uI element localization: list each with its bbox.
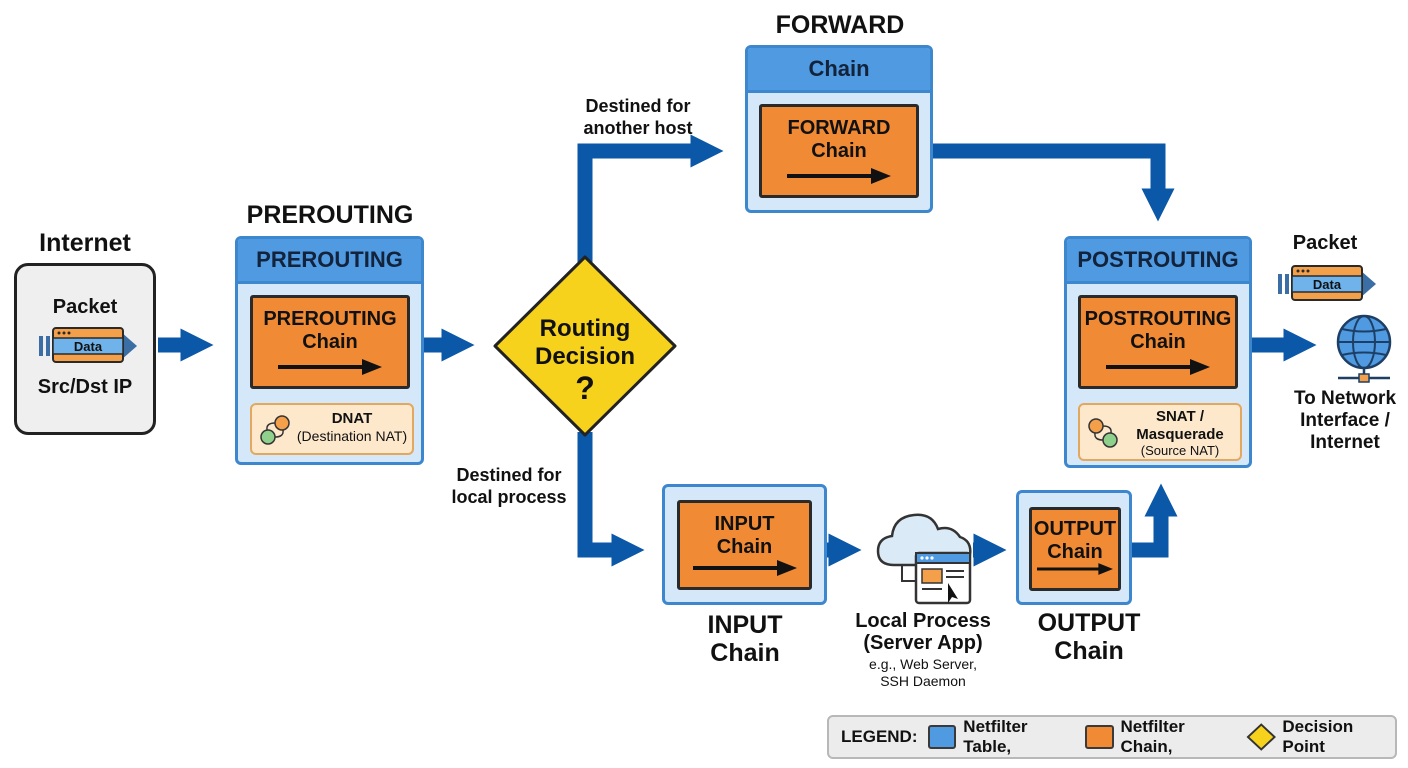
branch-forward-line1: Destined for <box>585 96 691 116</box>
exit-data-label: Data <box>1312 277 1342 292</box>
output-chain-line2: Chain <box>1047 541 1103 563</box>
legend-item-table: Netfilter Table, <box>963 717 1028 756</box>
input-chain-line2: Chain <box>716 536 773 558</box>
dnat-box: DNAT (Destination NAT) <box>250 403 414 455</box>
branch-local-line2: local process <box>451 487 567 507</box>
input-box: INPUT Chain <box>662 484 827 605</box>
dnat-subtitle: (Destination NAT) <box>296 427 408 444</box>
exit-packet-label: Packet <box>1292 232 1358 254</box>
local-process-example2: SSH Daemon <box>880 673 966 689</box>
arrow-output-to-postrouting <box>1132 483 1178 558</box>
output-chain: OUTPUT Chain <box>1029 507 1121 591</box>
internet-heading: Internet <box>39 229 131 257</box>
output-chain-line1: OUTPUT <box>1033 518 1117 540</box>
prerouting-table: PREROUTING PREROUTING Chain DNAT (Destin… <box>235 236 424 465</box>
chain-arrow-icon <box>278 359 382 375</box>
exit-line1: To Network <box>1293 388 1397 409</box>
input-chain-line1: INPUT <box>714 513 775 535</box>
nat-ip-icon <box>260 415 290 445</box>
cloud-server-app-icon <box>876 513 972 605</box>
exit-line3: Internet <box>1310 432 1380 453</box>
exit-line2: Interface / <box>1300 410 1390 431</box>
legend-prefix: LEGEND: <box>841 727 918 746</box>
chain-arrow-icon <box>1106 359 1210 375</box>
prerouting-chain-line1: PREROUTING <box>263 308 397 330</box>
input-caption-line2: Chain <box>710 639 780 667</box>
chain-arrow-icon <box>1037 563 1113 575</box>
postrouting-chain: POSTROUTING Chain <box>1078 295 1238 389</box>
local-process-line1: Local Process <box>855 610 991 632</box>
arrow-routing-to-forward <box>577 134 724 262</box>
postrouting-chain-line2: Chain <box>1130 331 1186 353</box>
forward-table-title: Chain <box>748 48 930 93</box>
local-process-line2: (Server App) <box>863 632 983 654</box>
prerouting-heading: PREROUTING <box>246 201 414 229</box>
legend-chain-swatch <box>1084 725 1114 749</box>
globe-network-icon <box>1336 314 1392 383</box>
output-caption-line2: Chain <box>1054 637 1124 665</box>
local-process-example1: e.g., Web Server, <box>869 656 977 672</box>
arrow-routing-to-input <box>577 432 645 567</box>
dnat-title: DNAT <box>331 410 373 427</box>
legend-item-decision: Decision Point <box>1282 717 1354 756</box>
postrouting-table-title: POSTROUTING <box>1067 239 1249 284</box>
internet-data-label: Data <box>73 339 103 354</box>
internet-box: Packet Data Src/Dst IP <box>14 263 156 435</box>
output-caption-line1: OUTPUT <box>1037 609 1141 637</box>
routing-decision-line2: Decision <box>534 343 636 370</box>
packet-icon: Data <box>37 324 137 366</box>
prerouting-table-title: PREROUTING <box>238 239 421 284</box>
legend-table-swatch <box>927 725 957 749</box>
nat-ip-icon <box>1088 418 1118 448</box>
forward-chain-line2: Chain <box>811 140 867 162</box>
snat-line1: SNAT / <box>1155 408 1205 425</box>
forward-heading: FORWARD <box>775 11 905 39</box>
routing-decision-line1: Routing <box>539 315 631 342</box>
snat-line3: (Source NAT) <box>1140 443 1220 459</box>
routing-decision-diamond <box>493 255 677 437</box>
input-caption-line1: INPUT <box>707 611 783 639</box>
postrouting-chain-line1: POSTROUTING <box>1084 308 1232 330</box>
internet-ip-label: Src/Dst IP <box>37 376 133 398</box>
arrow-forward-to-postrouting <box>932 143 1175 222</box>
chain-arrow-icon <box>692 560 797 576</box>
legend: LEGEND: Netfilter Table, Netfilter Chain… <box>827 715 1397 759</box>
forward-table: Chain FORWARD Chain <box>745 45 933 213</box>
postrouting-table: POSTROUTING POSTROUTING Chain SNAT / Mas… <box>1064 236 1252 468</box>
input-chain: INPUT Chain <box>677 500 812 590</box>
legend-item-chain: Netfilter Chain, <box>1120 717 1185 756</box>
prerouting-chain-line2: Chain <box>302 331 358 353</box>
legend-decision-swatch <box>1246 723 1276 751</box>
prerouting-chain: PREROUTING Chain <box>250 295 410 389</box>
exit-packet-icon: Data <box>1276 262 1376 304</box>
snat-box: SNAT / Masquerade (Source NAT) <box>1078 403 1242 461</box>
internet-packet-label: Packet <box>52 296 118 318</box>
snat-line2: Masquerade <box>1136 425 1224 443</box>
output-box: OUTPUT Chain <box>1016 490 1132 605</box>
branch-forward-line2: another host <box>583 118 693 138</box>
routing-decision-symbol: ? <box>575 370 595 406</box>
forward-chain-line1: FORWARD <box>787 117 891 139</box>
chain-arrow-icon <box>787 168 891 184</box>
forward-chain: FORWARD Chain <box>759 104 919 198</box>
branch-local-line1: Destined for <box>456 465 562 485</box>
